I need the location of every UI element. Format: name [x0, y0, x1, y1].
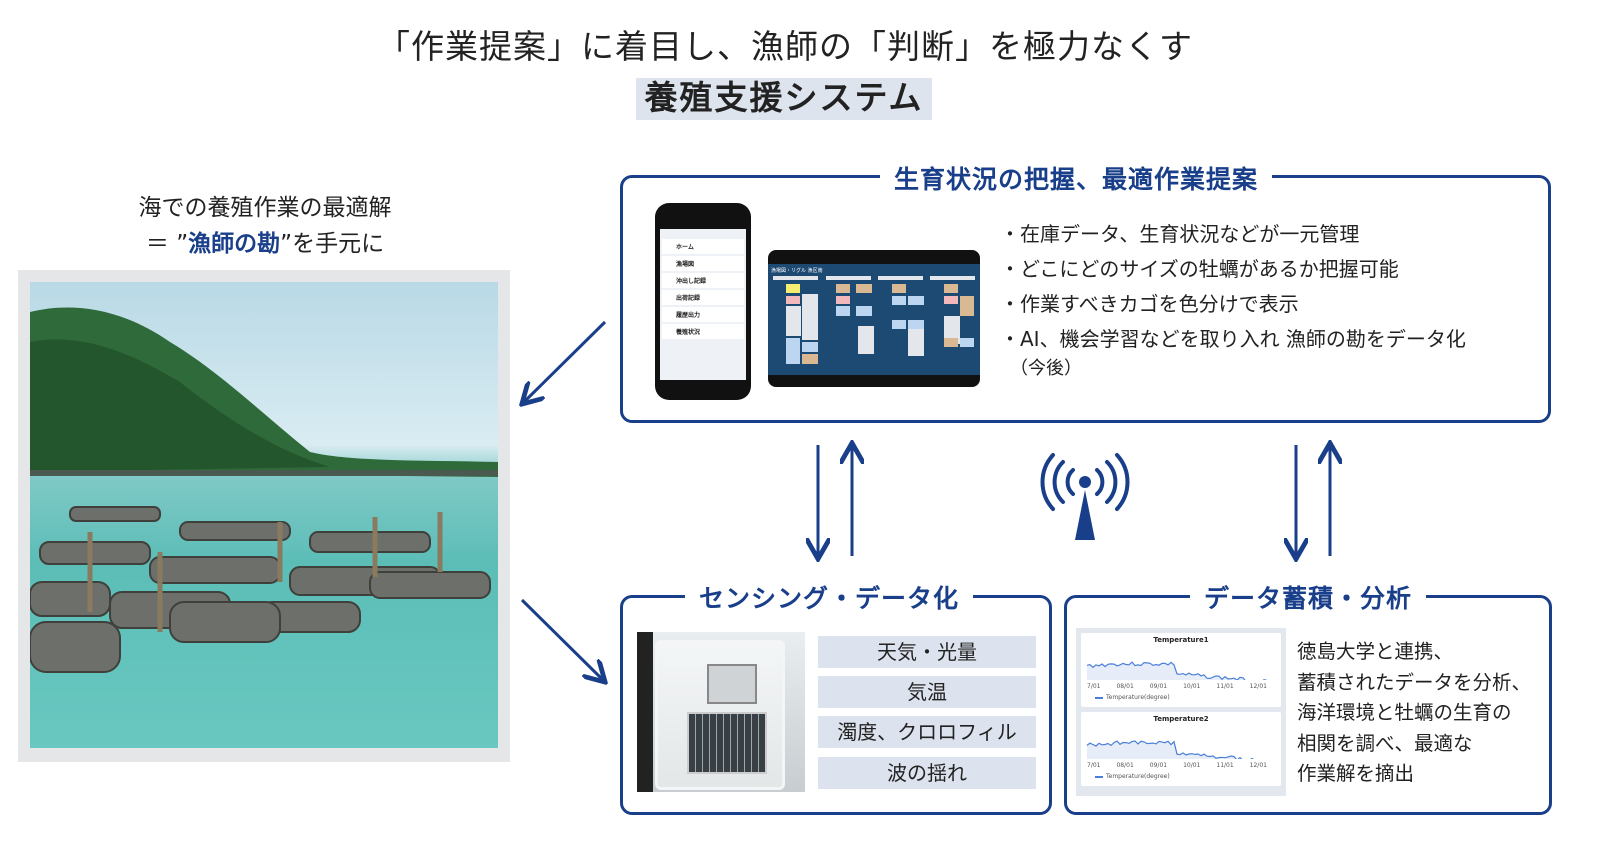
- x-tick-label: 11/01: [1216, 762, 1234, 769]
- feature-list: ・在庫データ、生育状況などが一元管理 ・どこにどのサイズの牡蠣があるか把握可能 …: [1000, 217, 1466, 381]
- sensor-device-photo: [637, 632, 805, 792]
- oyster-farm-photo: [30, 282, 498, 748]
- analysis-line: 相関を調べ、最適な: [1297, 731, 1473, 755]
- x-tick-label: 12/01: [1249, 683, 1267, 690]
- caption-highlight: 漁師の勘: [188, 231, 281, 257]
- caption-line1: 海での養殖作業の最適解: [138, 195, 392, 221]
- x-tick-label: 08/01: [1116, 762, 1134, 769]
- chart-line: [1086, 740, 1255, 759]
- chart-area: [1087, 662, 1267, 680]
- arrow-to-photo: [524, 320, 607, 402]
- chart-title: Temperature1: [1153, 636, 1209, 644]
- x-tick-label: 10/01: [1183, 762, 1201, 769]
- tablet-app-mockup: 漁場図・リグル 漁区南: [768, 250, 980, 387]
- temperature-charts: Temperature1 7/01 08/01 09/01 10/01 11/01 12/0…: [1076, 628, 1286, 796]
- phone-menu-offshore[interactable]: 沖出し記録: [662, 273, 744, 288]
- smartphone-app-mockup: ホーム 漁場図 沖出し記録 出荷記録 履歴出力 養殖状況: [655, 203, 751, 400]
- wireless-antenna-icon: [1040, 453, 1130, 540]
- temperature-chart-2: Temperature2 7/01 08/01 09/01 10/01 11/01 12/0…: [1081, 712, 1281, 786]
- x-tick-label: 09/01: [1149, 762, 1168, 769]
- arrow-to-sensing: [520, 598, 603, 680]
- analysis-line: 徳島大学と連携、: [1297, 640, 1454, 663]
- page-subtitle: 養殖支援システム: [636, 78, 932, 120]
- chart-title: Temperature2: [1153, 715, 1209, 723]
- analysis-description: 徳島大学と連携、 蓄積されたデータを分析、 海洋環境と牡蠣の生育の 相関を調べ、…: [1297, 637, 1531, 790]
- phone-menu-history[interactable]: 履歴出力: [662, 307, 744, 322]
- sensing-label-temperature: 気温: [818, 676, 1036, 708]
- phone-menu-home[interactable]: ホーム: [662, 239, 744, 254]
- phone-menu-status[interactable]: 養殖状況: [662, 324, 744, 339]
- feature-item: ・AI、機会学習などを取り入れ 漁師の勘をデータ化: [1000, 327, 1466, 351]
- sensing-label-weather: 天気・光量: [818, 636, 1036, 668]
- legend-swatch: [1095, 775, 1103, 778]
- feature-item: ・どこにどのサイズの牡蠣があるか把握可能: [1000, 257, 1399, 281]
- x-tick-label: 12/01: [1249, 762, 1267, 769]
- phone-menu-shipping[interactable]: 出荷記録: [662, 290, 744, 305]
- x-tick-label: 08/01: [1116, 683, 1134, 690]
- left-caption: 海での養殖作業の最適解 ＝ ”漁師の勘”を手元に: [80, 190, 450, 262]
- page-title: 「作業提案」に着目し、漁師の「判断」を極力なくす: [377, 27, 1193, 66]
- analysis-panel-title: データ蓄積・分析: [1190, 579, 1427, 615]
- x-tick-label: 10/01: [1183, 683, 1201, 690]
- tablet-title: 漁場図・リグル 漁区南: [771, 268, 823, 274]
- analysis-line: 蓄積されたデータを分析、: [1297, 670, 1532, 694]
- sensing-panel-title: センシング・データ化: [685, 579, 974, 615]
- analysis-line: 作業解を摘出: [1297, 762, 1415, 785]
- chart-line: [1086, 661, 1268, 680]
- caption-prefix: ＝ ”: [145, 231, 189, 257]
- monitoring-panel-title: 生育状況の把握、最適作業提案: [880, 160, 1273, 196]
- feature-item: ・在庫データ、生育状況などが一元管理: [1000, 222, 1360, 246]
- sensing-labels: 天気・光量 気温 濁度、クロロフィル 波の揺れ: [818, 636, 1036, 789]
- legend-label: Temperature(degree): [1106, 773, 1170, 780]
- x-tick-label: 11/01: [1216, 683, 1234, 690]
- temperature-chart-1: Temperature1 7/01 08/01 09/01 10/01 11/01 12/0…: [1081, 633, 1281, 707]
- x-tick-label: 7/01: [1087, 762, 1101, 769]
- feature-item-note: （今後）: [1010, 358, 1082, 379]
- legend-swatch: [1095, 696, 1103, 699]
- sensing-label-turbidity: 濁度、クロロフィル: [818, 716, 1036, 748]
- legend-label: Temperature(degree): [1106, 694, 1170, 701]
- feature-item: ・作業すべきカゴを色分けで表示: [1000, 292, 1299, 316]
- x-tick-label: 09/01: [1149, 683, 1168, 690]
- x-tick-label: 7/01: [1087, 683, 1101, 690]
- caption-suffix: ”を手元に: [280, 231, 385, 257]
- caption-line2: ＝ ”漁師の勘”を手元に: [80, 226, 450, 262]
- sensing-label-waves: 波の揺れ: [818, 757, 1036, 789]
- phone-menu-map[interactable]: 漁場図: [662, 256, 744, 271]
- analysis-line: 海洋環境と牡蠣の生育の: [1297, 701, 1512, 724]
- chart-area: [1087, 741, 1267, 759]
